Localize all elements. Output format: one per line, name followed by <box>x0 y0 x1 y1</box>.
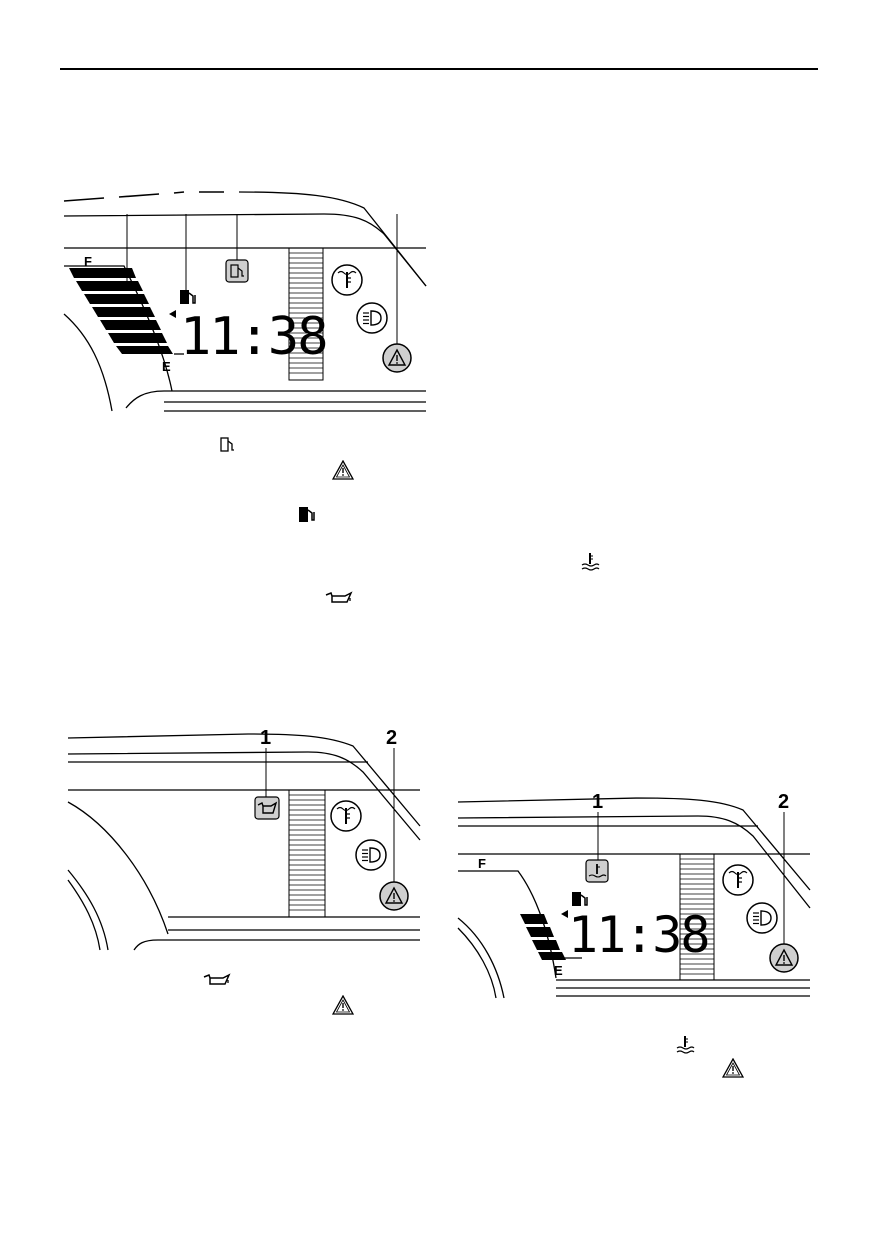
oil-pressure-icon <box>325 591 353 603</box>
gauge-pointer-icon <box>561 910 568 918</box>
high-beam-icon <box>746 902 778 934</box>
high-beam-icon <box>356 302 388 334</box>
gauge-empty-label: E <box>554 963 563 978</box>
coolant-temperature-icon <box>330 800 362 832</box>
high-beam-icon <box>355 839 387 871</box>
coolant-temperature-icon <box>581 553 600 571</box>
clock-display: 11:38 <box>180 307 327 367</box>
coolant-temperature-icon <box>585 859 609 883</box>
fuel-pump-icon <box>299 507 315 522</box>
warning-triangle-icon <box>722 1058 744 1078</box>
header-rule <box>60 68 818 70</box>
fuel-pump-icon <box>572 892 588 906</box>
callout-2: 2 <box>778 791 789 813</box>
warning-triangle-icon <box>332 460 354 480</box>
instrument-panel-figure-1: F E 11:38 <box>63 186 427 416</box>
fuel-pump-icon <box>180 290 196 304</box>
callout-2: 2 <box>386 727 397 749</box>
clock-display: 11:38 <box>568 906 709 964</box>
gauge-pointer-icon <box>169 310 176 318</box>
oil-pressure-icon <box>203 973 231 985</box>
coolant-temperature-icon <box>331 264 363 296</box>
temperature-bar-graph-fig1 <box>288 247 324 381</box>
oil-pressure-icon <box>254 796 280 820</box>
warning-triangle-icon <box>379 881 409 911</box>
fuel-gauge-bar-fig1 <box>69 268 173 354</box>
gauge-full-label: F <box>478 856 486 871</box>
warning-triangle-icon <box>382 343 412 373</box>
fuel-level-warning-icon <box>220 437 234 452</box>
coolant-temperature-icon <box>722 864 754 896</box>
temperature-bar-graph-fig2 <box>288 789 326 918</box>
instrument-panel-figure-3: F E 11:38 <box>457 788 811 1014</box>
warning-triangle-icon <box>332 995 354 1015</box>
gauge-full-label: F <box>84 254 92 269</box>
temperature-bar-graph-fig3 <box>679 853 715 981</box>
coolant-temperature-icon <box>676 1036 695 1054</box>
callout-1: 1 <box>260 727 271 749</box>
gauge-empty-label: E <box>162 359 171 374</box>
instrument-panel-figure-2: 1 2 <box>67 724 421 951</box>
warning-triangle-icon <box>769 943 799 973</box>
fuel-gauge-bar-fig3 <box>520 914 566 960</box>
fuel-level-warning-icon <box>225 259 249 283</box>
callout-1: 1 <box>592 791 603 813</box>
